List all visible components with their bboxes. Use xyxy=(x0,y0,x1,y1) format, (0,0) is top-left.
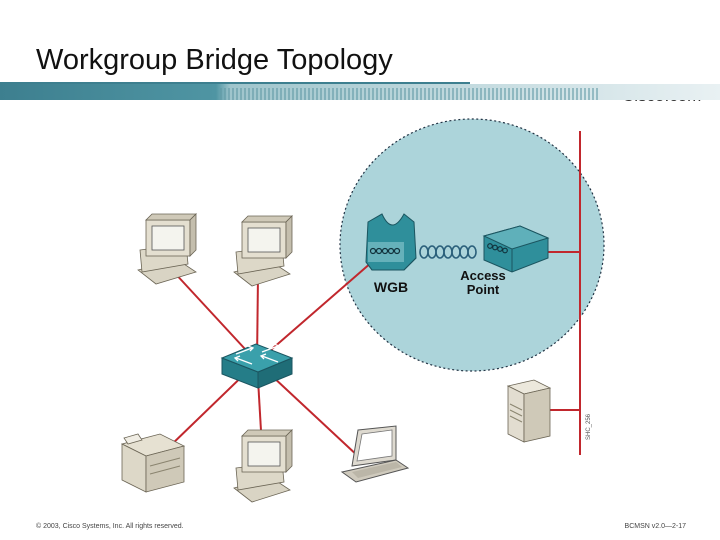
slide-title: Workgroup Bridge Topology xyxy=(36,44,393,76)
wireless-coverage-cell xyxy=(339,118,605,372)
access-point-label-line2: Point xyxy=(467,282,500,297)
switch-icon xyxy=(220,343,294,389)
printer-icon xyxy=(120,433,186,493)
wgb-device-icon xyxy=(365,213,417,271)
copyright-footer: © 2003, Cisco Systems, Inc. All rights r… xyxy=(36,523,184,530)
workstation-icon xyxy=(137,213,197,285)
link-pc1-switch xyxy=(171,269,258,363)
figure-id: SHC_256 xyxy=(586,413,592,440)
header-band xyxy=(0,82,720,100)
workstation-icon xyxy=(233,215,293,287)
wgb-label: WGB xyxy=(374,279,408,295)
radio-link-coil xyxy=(419,245,477,259)
access-point-label-line1: Access xyxy=(460,268,506,283)
workstation-icon xyxy=(233,429,293,503)
course-id-footer: BCMSN v2.0—2-17 xyxy=(624,523,686,530)
access-point-icon xyxy=(482,225,550,273)
server-icon xyxy=(506,379,552,443)
laptop-icon xyxy=(340,425,410,483)
